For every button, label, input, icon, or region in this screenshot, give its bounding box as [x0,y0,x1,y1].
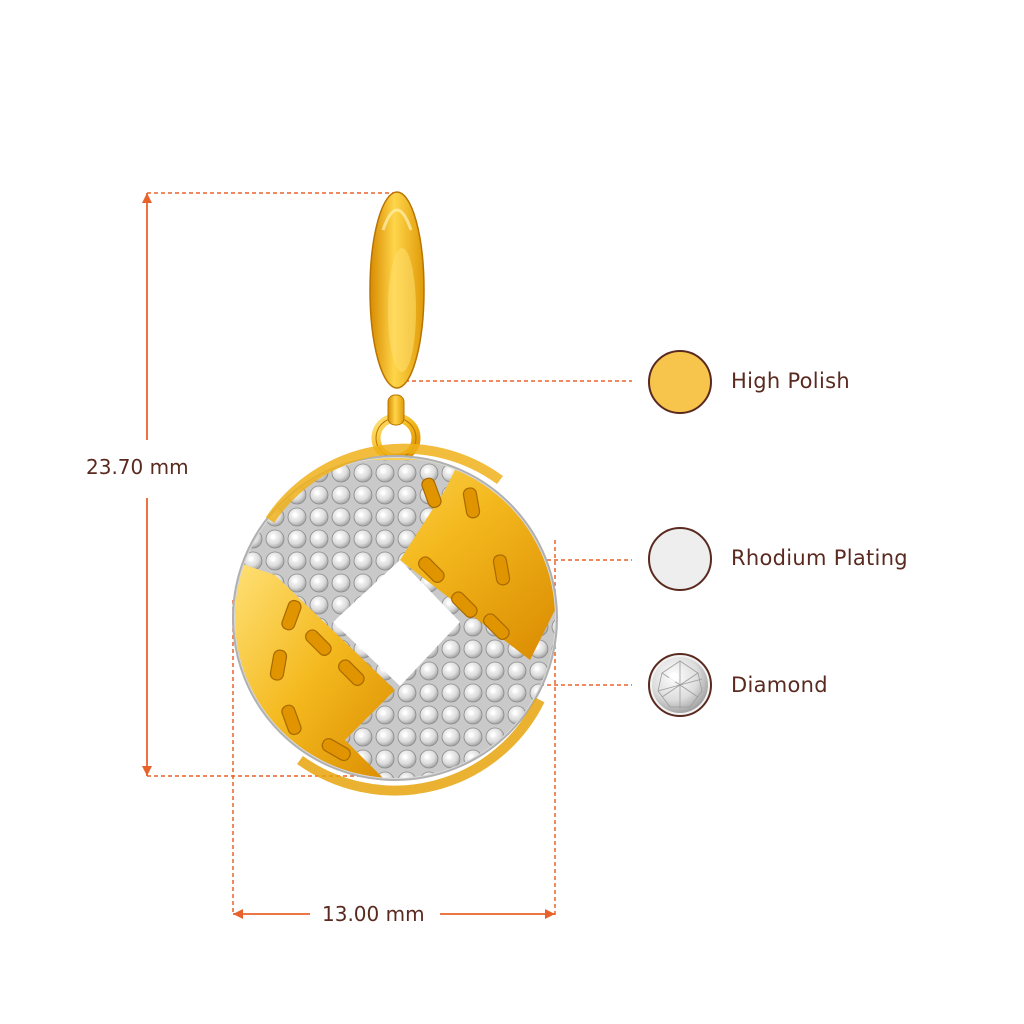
legend-item-diamond: Diamond [731,673,828,697]
legend-item-rhodium-plating: Rhodium Plating [731,546,908,570]
height-dimension-label: 23.70 mm [86,455,189,479]
width-dimension-lines [232,540,556,919]
pendant-disc [232,443,558,796]
high-polish-swatch [648,350,712,414]
pendant-bail [369,191,425,463]
diamond-swatch [648,653,712,717]
width-dimension-label: 13.00 mm [322,902,425,926]
legend-item-high-polish: High Polish [731,369,850,393]
rhodium-plating-swatch [648,527,712,591]
diamond-icon [652,657,708,713]
